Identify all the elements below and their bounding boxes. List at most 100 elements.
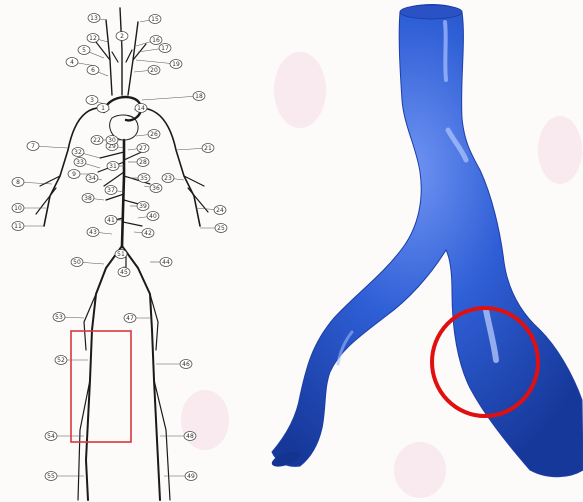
label-number: 15 — [151, 16, 159, 23]
label-marker-42: 42 — [142, 229, 154, 238]
label-number: 41 — [107, 217, 115, 224]
label-marker-18: 18 — [193, 92, 205, 101]
label-marker-55: 55 — [45, 472, 57, 481]
label-marker-50: 50 — [71, 258, 83, 267]
label-marker-48: 48 — [184, 432, 196, 441]
label-number: 37 — [107, 187, 115, 194]
label-number: 25 — [217, 225, 225, 232]
label-number: 3 — [90, 97, 94, 104]
label-number: 23 — [164, 175, 172, 182]
label-number: 10 — [14, 205, 22, 212]
label-marker-26: 26 — [148, 130, 160, 139]
label-marker-9: 9 — [68, 170, 80, 179]
label-marker-8: 8 — [12, 178, 24, 187]
label-marker-5: 5 — [78, 46, 90, 55]
label-number: 40 — [149, 213, 157, 220]
label-number: 46 — [182, 361, 190, 368]
label-marker-19: 19 — [170, 60, 182, 69]
label-marker-10: 10 — [12, 204, 24, 213]
label-number: 36 — [152, 185, 160, 192]
label-number: 2 — [120, 33, 124, 40]
label-marker-41: 41 — [105, 216, 117, 225]
label-marker-53: 53 — [53, 313, 65, 322]
label-number: 20 — [150, 67, 158, 74]
label-number: 53 — [55, 314, 63, 321]
label-number: 22 — [93, 137, 101, 144]
label-number: 13 — [90, 15, 98, 22]
label-marker-11: 11 — [12, 222, 24, 231]
label-marker-17: 17 — [159, 44, 171, 53]
label-marker-4: 4 — [66, 58, 78, 67]
label-marker-46: 46 — [180, 360, 192, 369]
label-number: 12 — [89, 35, 97, 42]
label-marker-39: 39 — [137, 202, 149, 211]
label-marker-38: 38 — [82, 194, 94, 203]
label-marker-44: 44 — [160, 258, 172, 267]
label-marker-32: 32 — [72, 148, 84, 157]
label-number: 38 — [84, 195, 92, 202]
label-number: 5 — [82, 47, 86, 54]
label-marker-14: 14 — [135, 104, 147, 113]
label-number: 9 — [72, 171, 76, 178]
label-number: 52 — [57, 357, 65, 364]
label-number: 50 — [73, 259, 81, 266]
label-number: 42 — [144, 230, 152, 237]
label-marker-30: 30 — [106, 136, 118, 145]
label-number: 30 — [108, 137, 116, 144]
label-marker-54: 54 — [45, 432, 57, 441]
label-marker-16: 16 — [150, 36, 162, 45]
label-marker-25: 25 — [215, 224, 227, 233]
label-marker-40: 40 — [147, 212, 159, 221]
vessel-inlet — [400, 5, 462, 19]
label-marker-3: 3 — [86, 96, 98, 105]
label-number: 16 — [152, 37, 160, 44]
label-marker-20: 20 — [148, 66, 160, 75]
label-number: 26 — [150, 131, 158, 138]
label-number: 18 — [195, 93, 203, 100]
label-marker-6: 6 — [87, 66, 99, 75]
label-marker-45: 45 — [118, 268, 130, 277]
label-number: 44 — [162, 259, 170, 266]
label-number: 17 — [161, 45, 169, 52]
label-number: 48 — [186, 433, 194, 440]
label-marker-22: 22 — [91, 136, 103, 145]
leader-line — [142, 96, 199, 100]
label-number: 51 — [117, 251, 125, 258]
label-marker-35: 35 — [138, 174, 150, 183]
label-marker-31: 31 — [107, 162, 119, 171]
label-marker-33: 33 — [74, 158, 86, 167]
label-marker-7: 7 — [27, 142, 39, 151]
label-number: 8 — [16, 179, 20, 186]
label-marker-49: 49 — [185, 472, 197, 481]
label-number: 47 — [126, 315, 134, 322]
label-marker-34: 34 — [86, 174, 98, 183]
label-number: 55 — [47, 473, 55, 480]
label-marker-24: 24 — [214, 206, 226, 215]
label-marker-28: 28 — [137, 158, 149, 167]
label-number: 1 — [101, 105, 105, 112]
label-number: 7 — [31, 143, 35, 150]
label-marker-15: 15 — [149, 15, 161, 24]
label-marker-47: 47 — [124, 314, 136, 323]
label-marker-1: 1 — [97, 104, 109, 113]
label-number: 35 — [140, 175, 148, 182]
label-marker-21: 21 — [202, 144, 214, 153]
label-number: 54 — [47, 433, 55, 440]
label-marker-12: 12 — [87, 34, 99, 43]
label-number: 32 — [74, 149, 82, 156]
label-number: 45 — [120, 269, 128, 276]
label-number: 6 — [91, 67, 95, 74]
label-number: 21 — [204, 145, 212, 152]
label-marker-23: 23 — [162, 174, 174, 183]
label-number: 24 — [216, 207, 224, 214]
highlight-rectangle — [71, 331, 131, 442]
label-number: 28 — [139, 159, 147, 166]
label-number: 33 — [76, 159, 84, 166]
label-number: 43 — [89, 229, 97, 236]
label-marker-43: 43 — [87, 228, 99, 237]
vessel-sheen — [445, 22, 446, 80]
label-marker-13: 13 — [88, 14, 100, 23]
label-number: 27 — [139, 145, 147, 152]
label-number: 14 — [137, 105, 145, 112]
